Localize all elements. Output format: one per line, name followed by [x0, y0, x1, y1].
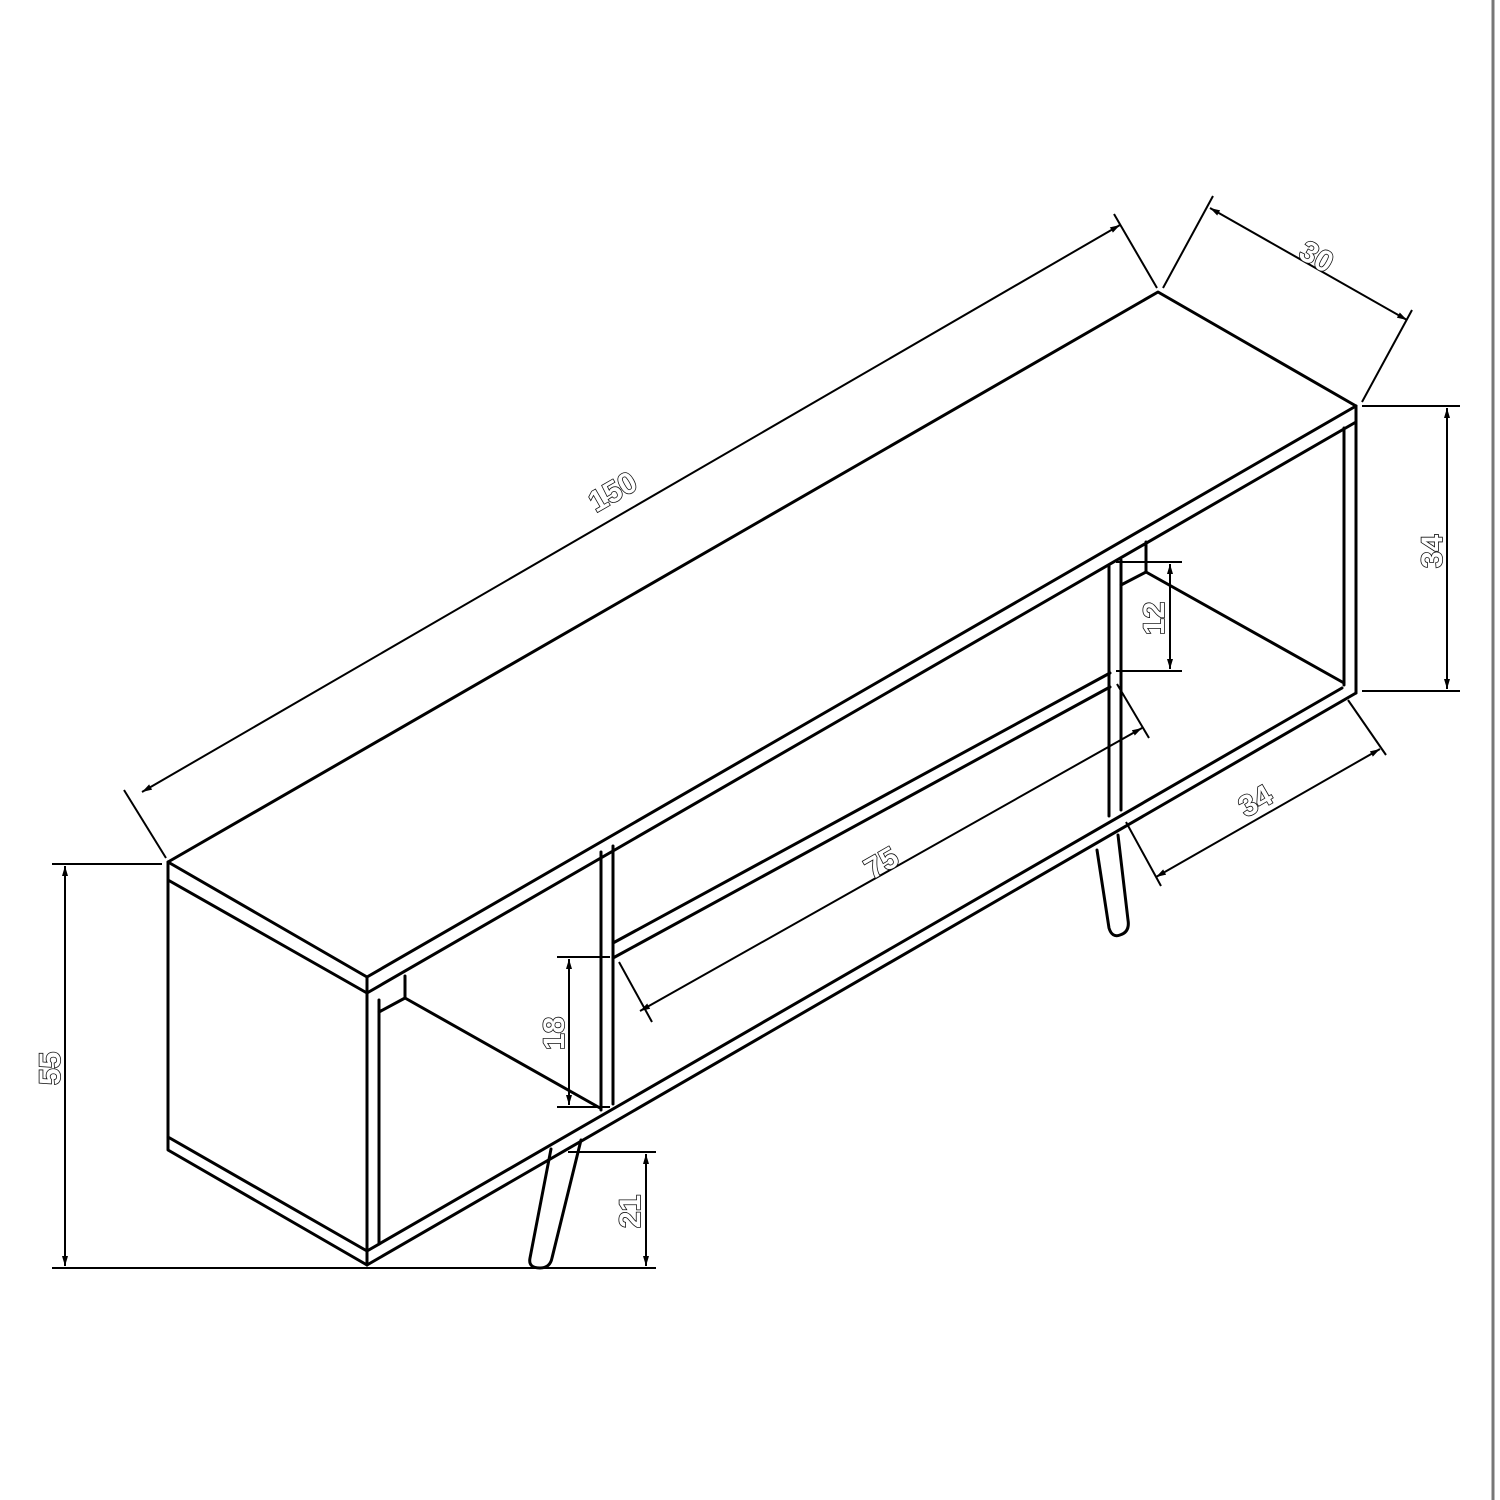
- dimension-compartment-width: 34: [1125, 699, 1387, 887]
- dimension-leg-height-label: 21: [614, 1195, 647, 1228]
- dimension-body-height-label: 34: [1416, 534, 1449, 568]
- top-surface: [166, 290, 1358, 979]
- dimension-left-shelf-label: 18: [538, 1017, 571, 1050]
- dimension-length-label: 150: [583, 465, 643, 519]
- dimension-total-height-label: 55: [34, 1052, 67, 1085]
- dimension-depth-label: 30: [1294, 234, 1339, 279]
- dimension-total-height: 55: [33, 863, 656, 1269]
- dimension-shelf-gap-label: 12: [1138, 602, 1171, 635]
- dimension-center-width: 75: [618, 683, 1150, 1023]
- dimension-compartment-width-label: 34: [1233, 779, 1279, 824]
- dimension-leg-height: 21: [568, 1151, 656, 1266]
- dimension-body-height: 34: [1362, 405, 1460, 692]
- dimension-length: 150: [123, 213, 1158, 859]
- dimension-shelf-gap: 12: [1116, 561, 1182, 672]
- left-end-panel: [166, 878, 369, 1267]
- tv-stand-body: [166, 290, 1358, 1270]
- dimension-depth: 30: [1162, 195, 1413, 403]
- leg-front-right: [1095, 833, 1130, 938]
- dimension-left-shelf: 18: [537, 956, 610, 1108]
- dimension-center-width-label: 75: [859, 841, 904, 886]
- leg-front-left: [528, 1138, 583, 1270]
- top-board-front-edge: [166, 404, 1358, 995]
